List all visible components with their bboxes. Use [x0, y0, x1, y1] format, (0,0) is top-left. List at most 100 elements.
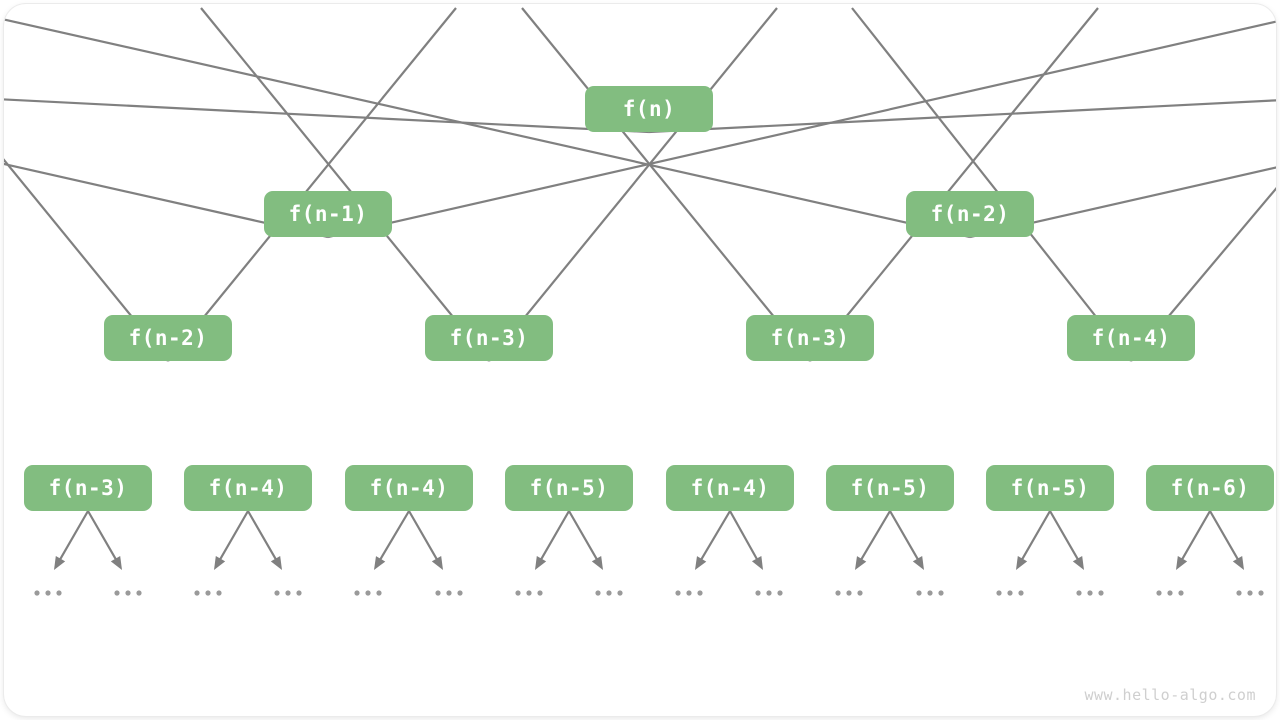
- edge-line: [851, 7, 1132, 362]
- edge-n8-to-ellipsis-2: [214, 510, 249, 570]
- node-box[interactable]: [505, 465, 633, 511]
- tree-node-n5[interactable]: f(n-3): [746, 315, 874, 361]
- edge-line: [568, 510, 599, 562]
- edge-arrowhead: [1232, 556, 1244, 570]
- edge-line: [1130, 186, 1276, 362]
- ellipsis-dot: [916, 590, 922, 596]
- edge-n3-to-n8: [4, 158, 169, 362]
- node-box[interactable]: [986, 465, 1114, 511]
- edge-line: [859, 510, 891, 562]
- tree-node-n7[interactable]: f(n-3): [24, 465, 152, 511]
- watermark: www.hello-algo.com: [1084, 686, 1256, 704]
- node-box[interactable]: [184, 465, 312, 511]
- edge-line: [4, 98, 650, 134]
- node-label: f(n-2): [129, 326, 208, 350]
- ellipsis-group-1: [114, 590, 142, 596]
- node-box[interactable]: [264, 191, 392, 237]
- edge-n2-to-n5: [969, 166, 1276, 239]
- tree-node-n13[interactable]: f(n-5): [986, 465, 1114, 511]
- node-box[interactable]: [906, 191, 1034, 237]
- edge-arrowhead: [535, 556, 547, 570]
- edge-line: [4, 18, 971, 239]
- ellipsis-group-5: [435, 590, 463, 596]
- tree-node-n6[interactable]: f(n-4): [1067, 315, 1195, 361]
- ellipsis-dot: [354, 590, 360, 596]
- ellipsis-dot: [515, 590, 521, 596]
- tree-node-n9[interactable]: f(n-4): [345, 465, 473, 511]
- edge-line: [218, 510, 249, 562]
- tree-node-n0[interactable]: f(n): [585, 86, 713, 132]
- node-box[interactable]: [666, 465, 794, 511]
- tree-node-n2[interactable]: f(n-2): [906, 191, 1034, 237]
- ellipsis-dot: [1087, 590, 1093, 596]
- edge-arrowhead: [1072, 556, 1084, 570]
- edge-line: [200, 7, 490, 362]
- ellipsis-dot: [1167, 590, 1173, 596]
- edge-arrowhead: [54, 556, 66, 570]
- ellipsis-dot: [846, 590, 852, 596]
- ellipsis-dot: [927, 590, 933, 596]
- ellipsis-group-11: [916, 590, 944, 596]
- ellipsis-dot: [216, 590, 222, 596]
- edge-line: [648, 99, 1276, 134]
- ellipsis-group-14: [1156, 590, 1184, 596]
- node-label: f(n-4): [370, 476, 449, 500]
- tree-node-n8[interactable]: f(n-4): [184, 465, 312, 511]
- edge-line: [167, 7, 457, 362]
- node-box[interactable]: [1067, 315, 1195, 361]
- ellipsis-dot: [675, 590, 681, 596]
- edge-n2-to-n6: [4, 18, 971, 239]
- edge-n8-to-ellipsis-3: [247, 510, 282, 570]
- ellipsis-group-0: [34, 590, 62, 596]
- node-box[interactable]: [345, 465, 473, 511]
- node-box[interactable]: [746, 315, 874, 361]
- ellipsis-dot: [45, 590, 51, 596]
- node-box[interactable]: [1146, 465, 1274, 511]
- tree-node-n10[interactable]: f(n-5): [505, 465, 633, 511]
- ellipsis-group-2: [194, 590, 222, 596]
- edge-n7-to-ellipsis-0: [54, 510, 89, 570]
- tree-node-n12[interactable]: f(n-5): [826, 465, 954, 511]
- node-box[interactable]: [585, 86, 713, 132]
- tree-node-n1[interactable]: f(n-1): [264, 191, 392, 237]
- ellipsis-group-13: [1076, 590, 1104, 596]
- edge-arrowhead: [695, 556, 707, 570]
- tree-node-n14[interactable]: f(n-6): [1146, 465, 1274, 511]
- tree-node-n11[interactable]: f(n-4): [666, 465, 794, 511]
- node-label: f(n-4): [209, 476, 288, 500]
- node-label: f(n): [623, 97, 676, 121]
- node-box[interactable]: [425, 315, 553, 361]
- ellipsis-dot: [125, 590, 131, 596]
- edge-line: [58, 510, 89, 562]
- edge-n6-to-n14: [851, 7, 1132, 362]
- edge-line: [408, 510, 439, 562]
- ellipsis-dot: [1007, 590, 1013, 596]
- ellipsis-dot: [274, 590, 280, 596]
- ellipsis-dot: [1247, 590, 1253, 596]
- ellipsis-dot: [777, 590, 783, 596]
- ellipsis-dot: [1258, 590, 1264, 596]
- edge-n0-to-n1: [648, 99, 1276, 134]
- ellipsis-dot: [56, 590, 62, 596]
- edge-arrowhead: [1016, 556, 1028, 570]
- edge-n13-to-ellipsis-13: [1049, 510, 1084, 570]
- edge-n5-to-n12: [521, 7, 811, 362]
- node-label: f(n-4): [691, 476, 770, 500]
- edge-arrowhead: [591, 556, 603, 570]
- ellipsis-dot: [1156, 590, 1162, 596]
- ellipsis-dot: [996, 590, 1002, 596]
- ellipsis-dot: [595, 590, 601, 596]
- edge-line: [1209, 510, 1240, 562]
- edge-line: [889, 510, 920, 562]
- ellipsis-group-12: [996, 590, 1024, 596]
- ellipsis-group-10: [835, 590, 863, 596]
- ellipsis-group-15: [1236, 590, 1264, 596]
- edge-n11-to-ellipsis-9: [729, 510, 763, 570]
- node-box[interactable]: [104, 315, 232, 361]
- node-box[interactable]: [826, 465, 954, 511]
- edge-arrowhead: [110, 556, 122, 570]
- tree-node-n4[interactable]: f(n-3): [425, 315, 553, 361]
- node-box[interactable]: [24, 465, 152, 511]
- edge-n13-to-ellipsis-12: [1016, 510, 1051, 570]
- tree-node-n3[interactable]: f(n-2): [104, 315, 232, 361]
